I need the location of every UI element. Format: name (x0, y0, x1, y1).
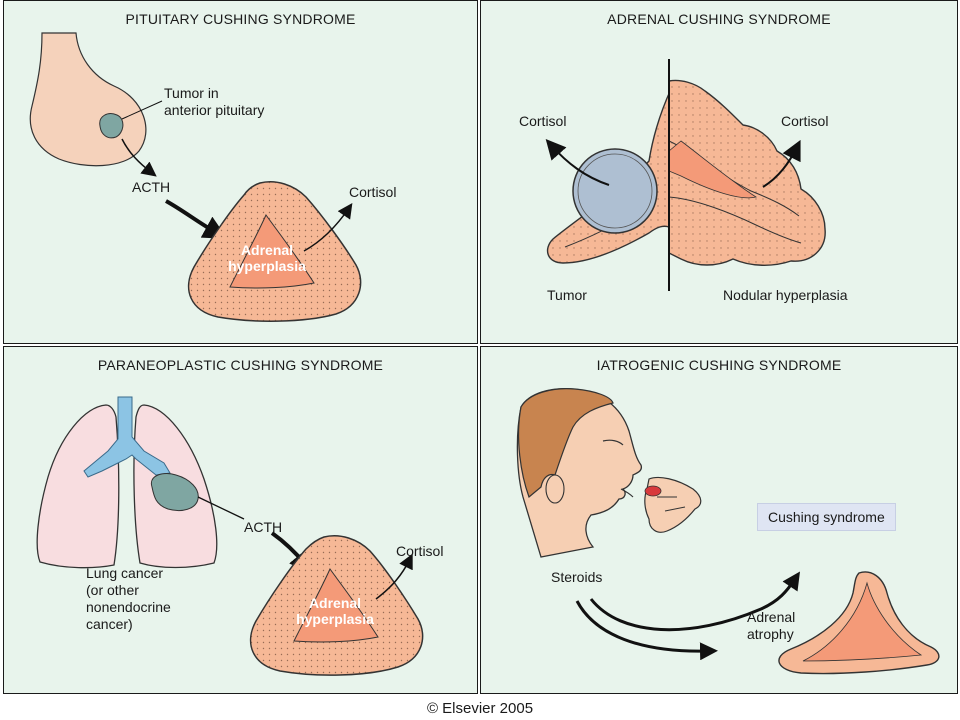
pituitary-gland (29, 32, 147, 167)
cortisol-left-label: Cortisol (519, 113, 567, 129)
paraneoplastic-panel: PARANEOPLASTIC CUSHING SYNDROME (3, 346, 478, 694)
atrophy-label-line2: atrophy (747, 626, 794, 642)
copyright-notice: © Elsevier 2005 (426, 700, 534, 717)
paraneoplastic-panel-title: PARANEOPLASTIC CUSHING SYNDROME (97, 357, 384, 373)
steroids-label: Steroids (551, 569, 603, 585)
pituitary-illustration (29, 32, 362, 322)
cortisol-label: Cortisol (349, 184, 397, 200)
lung-cancer-line2: (or other (86, 582, 139, 598)
adrenal-label-2-line2: hyperplasia (296, 611, 374, 627)
left-lung (36, 404, 120, 569)
lung-cancer-line3: nonendocrine (86, 599, 171, 615)
patient-head (516, 387, 643, 558)
paraneoplastic-illustration (36, 396, 424, 676)
adrenal-hyperplasia-core-1 (229, 214, 315, 289)
lung-cancer-line4: cancer) (86, 616, 133, 632)
adrenal-panel-title: ADRENAL CUSHING SYNDROME (607, 11, 831, 27)
lung-cancer-line1: Lung cancer (86, 565, 164, 581)
lung-tumor (150, 473, 199, 512)
nodular-hyperplasia-label: Nodular hyperplasia (723, 287, 848, 303)
tumor-label-line1: Tumor in (164, 85, 219, 101)
adrenal-label-line1: Adrenal (240, 242, 294, 258)
adrenal-label-2-line1: Adrenal (308, 595, 362, 611)
hand-with-pill (644, 476, 702, 533)
adrenal-label-line2: hyperplasia (228, 258, 306, 274)
bronchial-tree (83, 396, 171, 478)
cushing-syndrome-box: Cushing syndrome (757, 503, 896, 531)
adrenal-illustration (545, 59, 826, 291)
pituitary-tumor (99, 113, 124, 139)
adrenal-hyperplasia-core-2 (293, 568, 379, 643)
iatrogenic-panel: IATROGENIC CUSHING SYNDROME Cushin (480, 346, 958, 694)
cortisol-right-label: Cortisol (781, 113, 829, 129)
adrenal-inner-cortex (668, 140, 757, 199)
pill-icon (644, 485, 662, 497)
cortisol-label-2: Cortisol (396, 543, 444, 559)
tumor-label: Tumor (547, 287, 587, 303)
adrenal-panel: ADRENAL CUSHING SYNDROME Cortisol Cortis… (480, 0, 958, 344)
pituitary-panel: PITUITARY CUSHING SYNDROME Tumo (3, 0, 478, 344)
iatrogenic-illustration (516, 387, 940, 675)
pituitary-panel-title: PITUITARY CUSHING SYNDROME (125, 11, 356, 27)
acth-label-2: ACTH (244, 519, 283, 535)
adrenal-tumor (572, 148, 658, 234)
tumor-label-line2: anterior pituitary (164, 102, 265, 118)
acth-label: ACTH (132, 179, 171, 195)
atrophy-label-line1: Adrenal (747, 609, 796, 625)
iatrogenic-panel-title: IATROGENIC CUSHING SYNDROME (596, 357, 842, 373)
